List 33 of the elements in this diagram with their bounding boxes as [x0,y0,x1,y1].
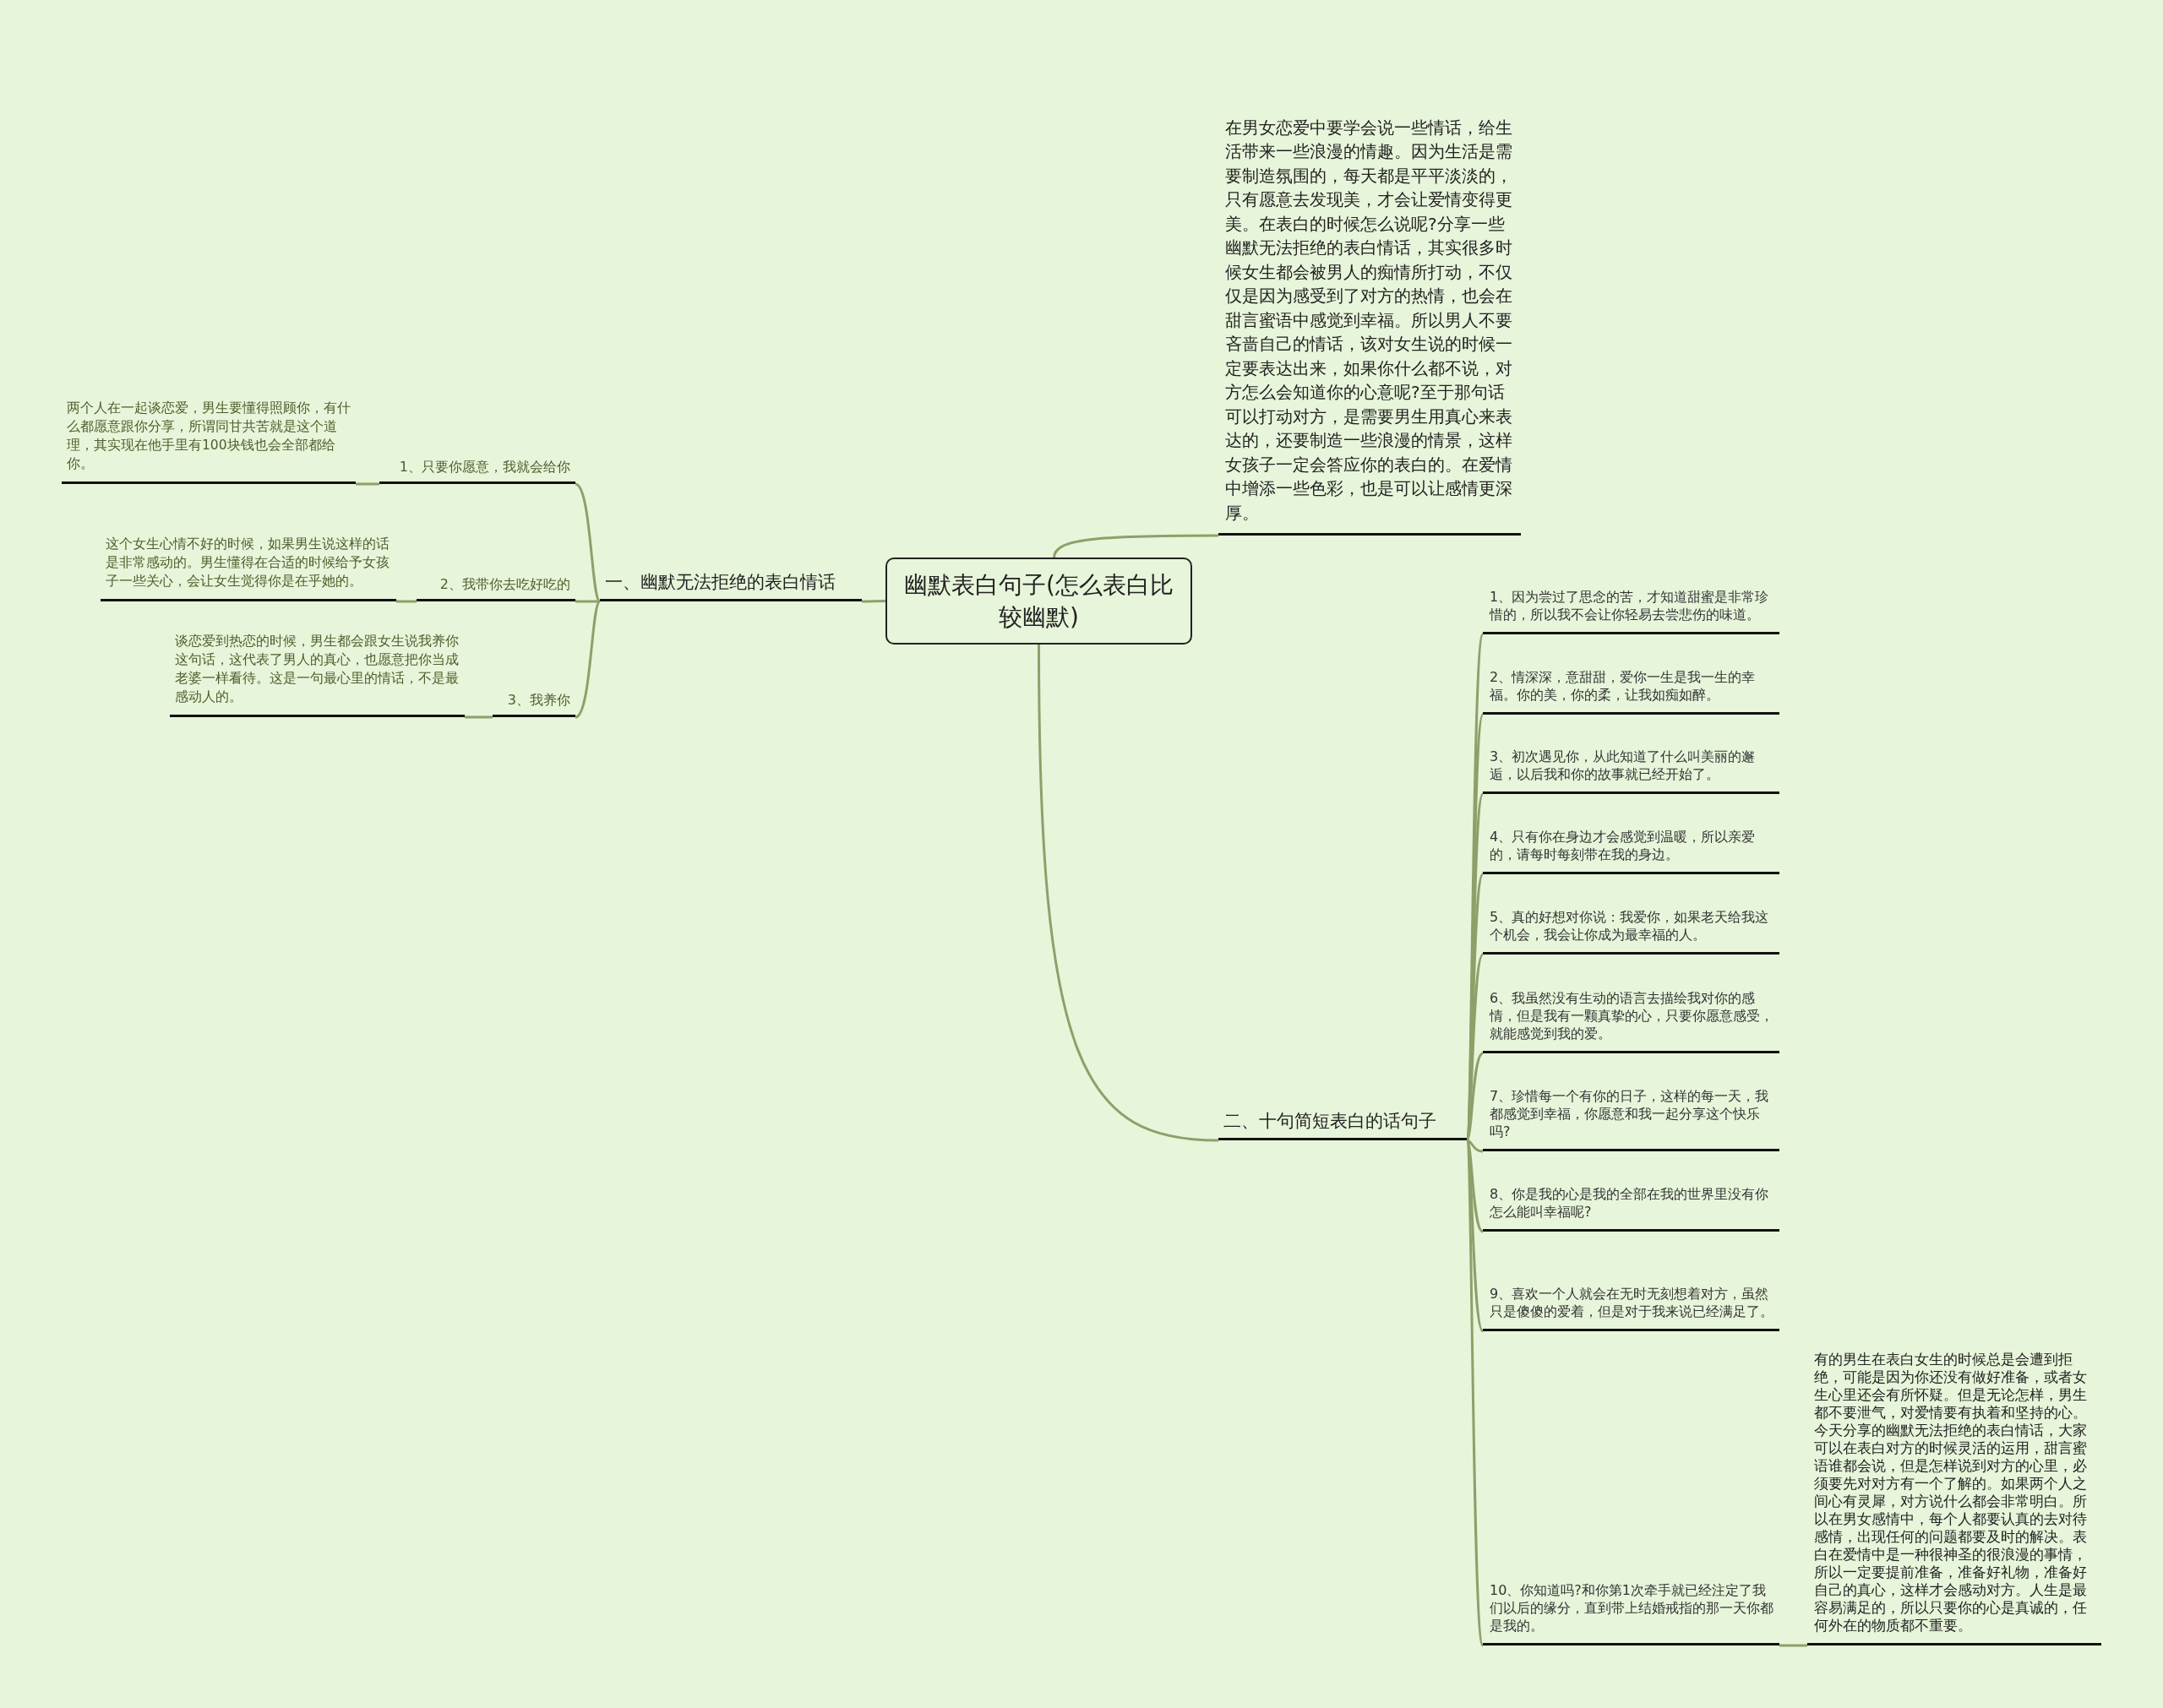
connector-line [396,600,417,603]
connector-line [1465,1140,1485,1646]
paragraph-text: 有的男生在表白女生的时候总是会遭到拒绝，可能是因为你还没有做好准备，或者女生心里还会有所怀疑。但是无论怎样，男生都不要泄气，对爱情要有执着和坚持的心。今天分享的幽默无法拒绝的表白情话，大家可以在表白对方的时候灵活的运用，甜言蜜语谁都会说，但是怎样说到对方的心里，必须要先对对方有一个了解的。如果两个人之间心有灵犀，对方说什么都会非常明白。所以在男女感情中，每个人都要认真的去对待感情，出现任何的问题都要及时的解决。表白在爱情中是一种很神圣的很浪漫的事情，所以一定要提前准备，准备好礼物，准备好自己的真心，这样才会感动对方。人生是最容易满足的，所以只要你的心是真诚的，任何外在的物质都不重要。 [1807,1351,2101,1645]
topic-box: 幽默表白句子(怎么表白比较幽默) [885,558,1192,645]
list-item: 3、初次遇见你，从此知道了什么叫美丽的邂逅，以后我和你的故事就已经开始了。 [1483,748,1779,794]
connector-line [356,482,379,486]
branch-title: 一、幽默无法拒绝的表白情话 [600,570,862,601]
list-item: 1、因为尝过了思念的苦，才知道甜蜜是非常珍惜的，所以我不会让你轻易去尝悲伤的味道。 [1483,588,1779,634]
connector-line [1053,534,1218,558]
subtopic-title: 3、我养你 [493,692,575,717]
note-text: 这个女生心情不好的时候，如果男生说这样的话是非常感动的。男生懂得在合适的时候给予女孩子一些关心，会让女生觉得你是在乎她的。 [101,535,396,601]
list-item: 6、我虽然没有生动的语言去描绘我对你的感情，但是我有一颗真挚的心，只要你愿意感受，就能感觉到我的爱。 [1483,989,1779,1053]
subtopic-title: 1、只要你愿意，我就会给你 [379,459,575,484]
connector-line [1779,1644,1807,1647]
list-item: 4、只有你在身边才会感觉到温暖，所以亲爱的，请每时每刻带在我的身边。 [1483,828,1779,874]
list-item: 2、情深深，意甜甜，爱你一生是我一生的幸福。你的美，你的柔，让我如痴如醉。 [1483,668,1779,715]
note-text: 两个人在一起谈恋爱，男生要懂得照顾你，有什么都愿意跟你分享，所谓同甘共苦就是这个道理，其实现在他手里有100块钱也会全部都给你。 [62,399,356,484]
note-text: 谈恋爱到热恋的时候，男生都会跟女生说我养你这句话，这代表了男人的真心，也愿意把你当成老婆一样看待。这是一句最心里的情话，不是最感动人的。 [170,632,465,717]
list-item: 7、珍惜每一个有你的日子，这样的每一天，我都感觉到幸福，你愿意和我一起分享这个快乐吗? [1483,1087,1779,1151]
list-item: 10、你知道吗?和你第1次牵手就已经注定了我们以后的缘分，直到带上结婚戒指的那一天你都是我的。 [1483,1581,1779,1645]
connector-line [1038,645,1219,1142]
branch-title: 二、十句简短表白的话句子 [1218,1109,1467,1140]
list-item: 9、喜欢一个人就会在无时无刻想着对方，虽然只是傻傻的爱着，但是对于我来说已经满足了。 [1483,1285,1779,1331]
connector-line [862,600,885,603]
paragraph-text: 在男女恋爱中要学会说一些情话，给生活带来一些浪漫的情趣。因为生活是需要制造氛围的，每天都是平平淡淡的，只有愿意去发现美，才会让爱情变得更美。在表白的时候怎么说呢?分享一些幽默无法拒绝的表白情话，其实很多时候女生都会被男人的痴情所打动，不仅仅是因为感受到了对方的热情，也会在甜言蜜语中感觉到幸福。所以男人不要吝啬自己的情话，该对女生说的时候一定要表达出来，如果你什么都不说，对方怎么会知道你的心意呢?至于那句话可以打动对方，是需要男生用真心来表达的，还要制造一些浪漫的情景，这样女孩子一定会答应你的表白的。在爱情中增添一些色彩，也是可以让感情更深厚。 [1218,115,1521,536]
connector-line [575,600,600,603]
connector-line [1466,1139,1484,1153]
connector-line [575,601,602,719]
list-item: 5、真的好想对你说：我爱你，如果老天给我这个机会，我会让你成为最幸福的人。 [1483,908,1779,955]
connector-line [575,482,602,602]
connector-line [465,715,493,719]
subtopic-title: 2、我带你去吃好吃的 [417,576,575,601]
list-item: 8、你是我的心是我的全部在我的世界里没有你怎么能叫幸福呢? [1483,1185,1779,1232]
